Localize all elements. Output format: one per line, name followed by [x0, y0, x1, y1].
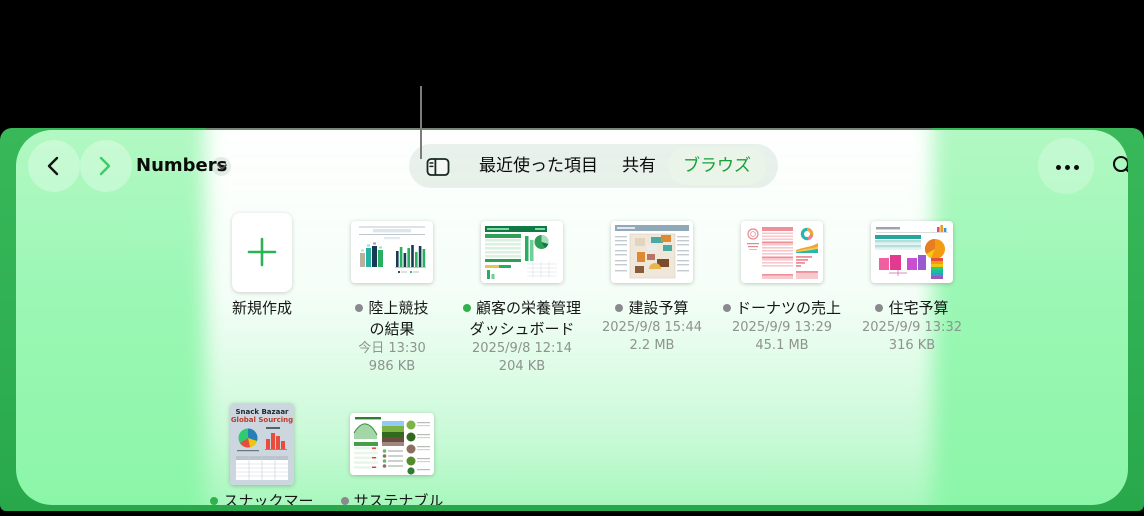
- status-dot: [722, 304, 731, 312]
- status-dot: [462, 304, 471, 312]
- document-tile[interactable]: 陸上競技 の結果 今日 13:30 986 KB: [327, 212, 457, 376]
- back-button[interactable]: [45, 156, 61, 176]
- file-name: サステナブル: [353, 492, 444, 505]
- document-thumbnail-home-budget[interactable]: [871, 221, 953, 283]
- file-size: 316 KB: [888, 338, 936, 353]
- document-thumbnail-donut-sales[interactable]: [741, 221, 823, 283]
- file-name: 陸上競技: [368, 299, 429, 317]
- file-name: ドーナツの売上: [735, 299, 841, 317]
- file-size: 2.2 MB: [629, 338, 675, 353]
- svg-text:Global Sourcing: Global Sourcing: [231, 416, 293, 424]
- document-tile[interactable]: ドーナツの売上 2025/9/9 13:29 45.1 MB: [717, 212, 847, 355]
- file-name: 顧客の栄養管理: [475, 299, 581, 317]
- window-top-edge: [206, 128, 932, 130]
- chevron-down-icon: [216, 163, 227, 170]
- numbers-browser-window: Numbers 最近使った項目 共有: [0, 128, 1144, 511]
- chevron-left-icon: [47, 156, 59, 176]
- file-date: 今日 13:30: [358, 341, 426, 356]
- location-menu-button[interactable]: [212, 157, 231, 176]
- document-tile[interactable]: サステナブル: [327, 403, 457, 505]
- file-name: 住宅予算: [888, 299, 949, 317]
- new-document-label: 新規作成: [231, 299, 292, 317]
- document-tile[interactable]: 建設予算 2025/9/8 15:44 2.2 MB: [587, 212, 717, 355]
- document-tile[interactable]: 住宅予算 2025/9/9 13:32 316 KB: [847, 212, 977, 355]
- document-manager-panel: Numbers 最近使った項目 共有: [16, 130, 1128, 505]
- plus-icon: [247, 237, 277, 267]
- callout-line: [420, 86, 422, 159]
- forward-button[interactable]: [97, 156, 113, 176]
- forward-button-halo: [80, 140, 132, 192]
- file-name-line2: の結果: [369, 320, 415, 338]
- chevron-right-icon: [99, 156, 111, 176]
- tab-recents[interactable]: 最近使った項目: [479, 156, 598, 176]
- more-options-button[interactable]: [1056, 163, 1086, 171]
- status-dot: [355, 304, 364, 312]
- back-button-halo: [28, 140, 80, 192]
- toolbar: Numbers 最近使った項目 共有: [16, 130, 1128, 202]
- file-name: 建設予算: [628, 299, 689, 317]
- file-date: 2025/9/8 12:14: [472, 341, 572, 356]
- file-date: 2025/9/9 13:29: [732, 320, 832, 335]
- svg-text:Snack Bazaar: Snack Bazaar: [235, 408, 289, 416]
- file-size: 986 KB: [368, 359, 416, 374]
- panel-glow: [205, 130, 933, 505]
- file-date: 2025/9/9 13:32: [862, 320, 962, 335]
- document-tile[interactable]: 顧客の栄養管理 ダッシュボード 2025/9/8 12:14 204 KB: [457, 212, 587, 376]
- status-dot: [615, 304, 624, 312]
- sidebar-toggle-button[interactable]: [426, 157, 450, 177]
- document-thumbnail-snack-bazaar[interactable]: Snack Bazaar Global Sourcing: [230, 403, 294, 485]
- sidebar-toggle-icon: [426, 158, 450, 176]
- magnifier-icon: [1112, 155, 1128, 173]
- status-dot: [210, 497, 219, 505]
- document-thumbnail-nutrition-dashboard[interactable]: [481, 221, 563, 283]
- document-grid: 新規作成: [16, 130, 1128, 505]
- status-dot: [875, 304, 884, 312]
- tab-shared[interactable]: 共有: [622, 156, 656, 176]
- new-spreadsheet-tile[interactable]: 新規作成: [197, 212, 327, 319]
- document-thumbnail-track-results[interactable]: [351, 221, 433, 283]
- document-thumbnail-construction-budget[interactable]: [611, 221, 693, 283]
- location-title[interactable]: Numbers: [136, 155, 228, 176]
- tab-browse[interactable]: ブラウズ: [668, 147, 766, 185]
- search-button[interactable]: [1110, 153, 1128, 179]
- new-spreadsheet-button[interactable]: [232, 212, 292, 292]
- status-dot: [340, 497, 349, 505]
- file-size: 204 KB: [498, 359, 546, 374]
- document-tile[interactable]: Snack Bazaar Global Sourcing: [197, 403, 327, 505]
- file-name-line2: ダッシュボード: [469, 320, 575, 338]
- document-thumbnail-sustainable[interactable]: [350, 413, 434, 475]
- file-date: 2025/9/8 15:44: [602, 320, 702, 335]
- ellipsis-icon: [1056, 164, 1061, 170]
- file-size: 45.1 MB: [755, 338, 809, 353]
- file-name: スナックマー: [223, 492, 314, 505]
